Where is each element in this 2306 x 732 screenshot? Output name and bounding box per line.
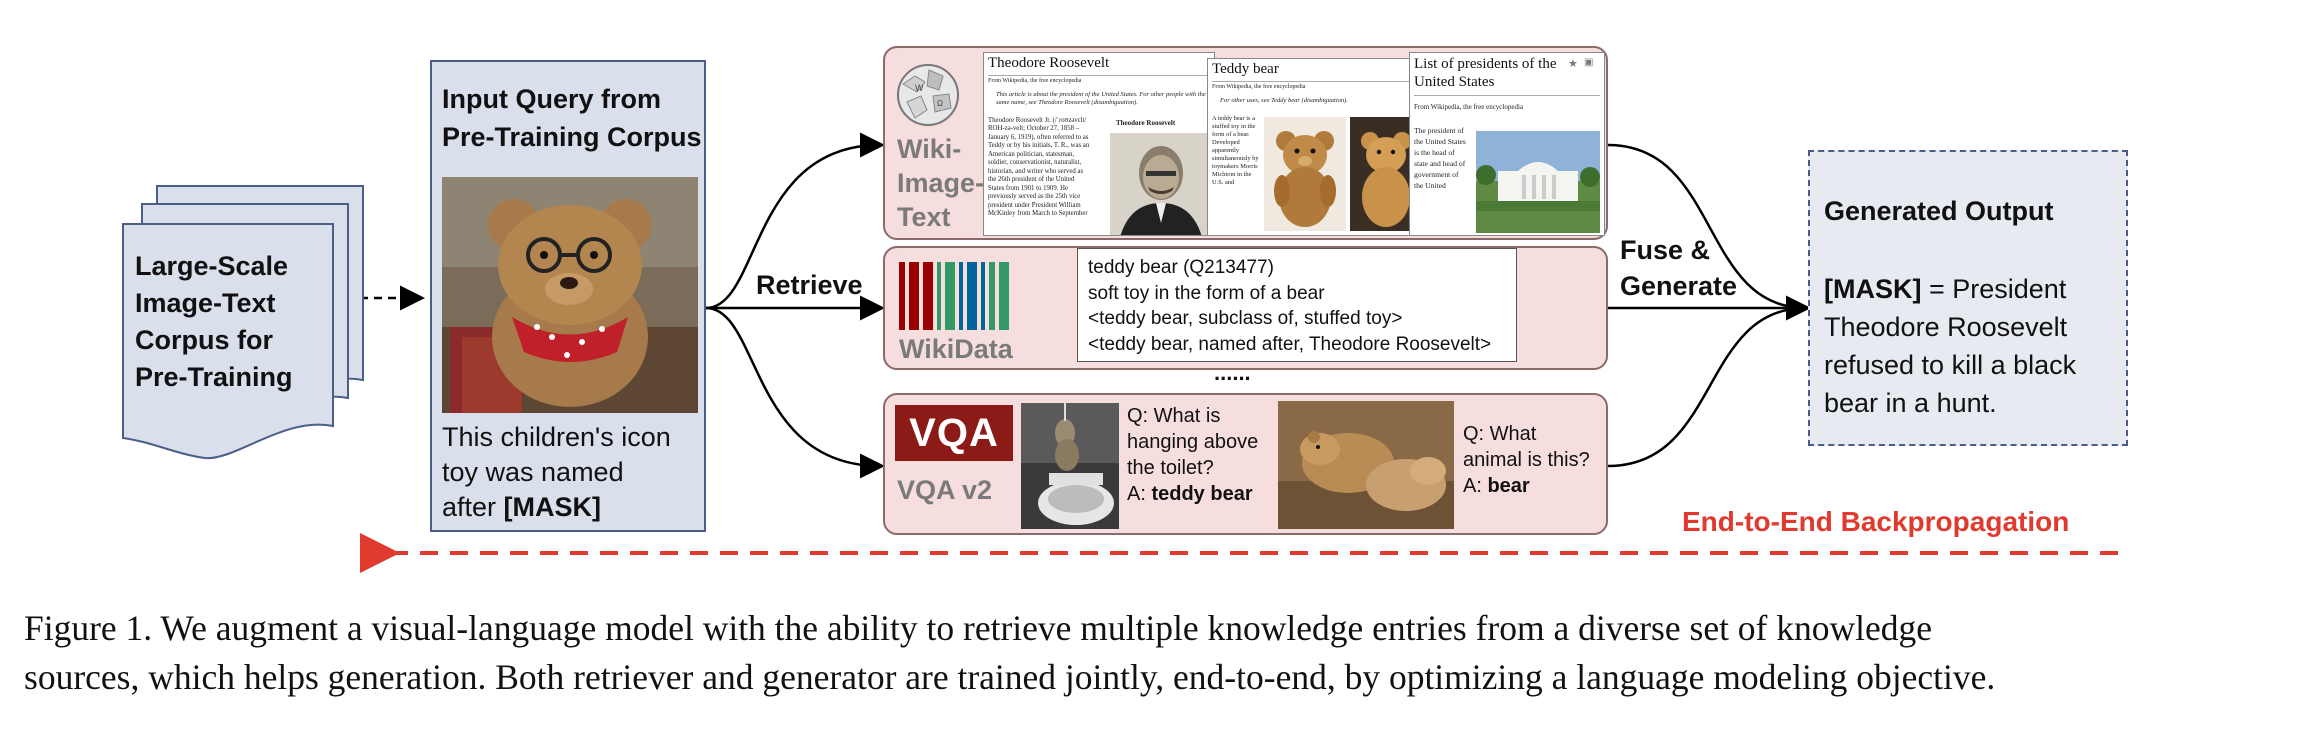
vqa-qa-2: Q: What animal is this? A: bear <box>1463 421 1609 499</box>
fuse-label-line: Fuse & <box>1620 235 1711 265</box>
wiki-label-line: Image- <box>897 168 985 198</box>
query-title: Input Query from Pre-Training Corpus <box>442 80 702 156</box>
retrieve-label: Retrieve <box>756 270 863 300</box>
wiki-page-body: Theodore Roosevelt Jr. (/ˈroʊzəvɛlt/ ROH… <box>988 117 1090 218</box>
wikipedia-globe-icon: W Ω <box>897 64 959 126</box>
wiki-page-roosevelt: Theodore Roosevelt From Wikipedia, the f… <box>983 52 1215 236</box>
corpus-line: Corpus for <box>135 325 273 355</box>
wikidata-label: WikiData <box>899 334 1013 364</box>
caption-line: Figure 1. We augment a visual-language m… <box>24 608 1933 648</box>
vqa-qa-1: Q: What is hanging above the toilet? A: … <box>1127 403 1267 507</box>
query-mask-token: [MASK] <box>503 492 602 522</box>
corpus-line: Pre-Training <box>135 362 293 392</box>
teddy-bear-photo <box>442 177 698 413</box>
output-first-rest: = President <box>1921 274 2067 304</box>
vqa-answer-value: teddy bear <box>1151 483 1253 505</box>
vqa-question-line: animal is this? <box>1463 449 1590 471</box>
svg-text:Ω: Ω <box>937 99 943 108</box>
wiki-page-presidents: List of presidents of the United States … <box>1409 52 1605 236</box>
vqa-answer: A: bear <box>1463 473 1609 499</box>
fuse-generate-label: Fuse & Generate <box>1620 232 1737 304</box>
fuse-arrow-vqa <box>1607 306 1807 468</box>
toilet-photo <box>1021 403 1119 529</box>
input-query-box: Input Query from Pre-Training Corpus Thi… <box>430 60 706 532</box>
output-line: bear in a hunt. <box>1824 388 1997 418</box>
query-text-line-last: after [MASK] <box>442 490 704 525</box>
lock-icon: ▣ <box>1584 57 1594 68</box>
wikidata-line: <teddy bear, named after, Theodore Roose… <box>1088 333 1492 355</box>
wiki-photo-caption: Theodore Roosevelt <box>1116 119 1176 127</box>
caption-line: sources, which helps generation. Both re… <box>24 657 1996 697</box>
query-title-line: Input Query from <box>442 84 662 114</box>
roosevelt-portrait <box>1110 133 1212 235</box>
vqa-answer-value: bear <box>1487 475 1530 497</box>
vqa-logo-text: VQA <box>909 410 999 455</box>
wiki-page-teddy-bear: Teddy bear From Wikipedia, the free ency… <box>1207 58 1425 236</box>
output-line: refused to kill a black <box>1824 350 2077 380</box>
wiki-page-body: A teddy bear is a stuffed toy in the for… <box>1212 115 1259 186</box>
more-sources-ellipsis: ...... <box>1214 360 1251 385</box>
output-text: [MASK] = President Theodore Roosevelt re… <box>1824 270 2124 422</box>
star-icon: ★ <box>1568 58 1578 70</box>
fuse-label-line: Generate <box>1620 271 1738 301</box>
figure-caption: Figure 1. We augment a visual-language m… <box>24 604 2294 702</box>
query-title-line: Pre-Training Corpus <box>442 122 702 152</box>
wiki-page-subtitle: From Wikipedia, the free encyclopedia <box>988 78 1082 84</box>
wiki-image-text-box: W Ω Wiki- Image- Text Theodore Roosevelt… <box>883 46 1608 240</box>
vqa-question-line: Q: What <box>1463 423 1537 445</box>
wikidata-box: WikiData teddy bear (Q213477) soft toy i… <box>883 246 1608 370</box>
vqa-question-line: the toilet? <box>1127 457 1214 479</box>
vqa-logo-icon: VQA <box>895 405 1013 461</box>
vqa-answer-prefix: A: <box>1127 483 1152 505</box>
corpus-document-stack <box>122 185 364 460</box>
vqa-answer: A: teddy bear <box>1127 481 1267 507</box>
query-text-line: This children's icon <box>442 422 671 452</box>
output-title: Generated Output <box>1824 196 2054 226</box>
backprop-label: End-to-End Backpropagation <box>1682 506 2070 537</box>
fuse-arrow-wiki <box>1607 143 1807 310</box>
generated-output-box: Generated Output [MASK] = President Theo… <box>1808 150 2128 446</box>
vqa-question-line: hanging above <box>1127 431 1259 453</box>
svg-text:W: W <box>915 83 924 93</box>
wiki-label-line: Wiki- <box>897 134 962 164</box>
wiki-page-title: Teddy bear <box>1212 61 1279 77</box>
wiki-page-title: List of presidents of the United States <box>1414 56 1557 90</box>
bears-photo <box>1278 401 1454 529</box>
vqa-box: VQA VQA v2 Q: What is hanging above the … <box>883 393 1608 535</box>
wiki-page-title: Theodore Roosevelt <box>988 55 1110 71</box>
wiki-label: Wiki- Image- Text <box>897 132 984 234</box>
vqa-label: VQA v2 <box>897 475 993 505</box>
wiki-page-subtitle: From Wikipedia, the free encyclopedia <box>1414 103 1524 111</box>
query-text-prefix: after <box>442 492 504 522</box>
vqa-question-line: Q: What is <box>1127 405 1221 427</box>
wikidata-entry-box: teddy bear (Q213477) soft toy in the for… <box>1077 248 1517 362</box>
wiki-label-line: Text <box>897 202 951 232</box>
wiki-page-body: The president of the United States is th… <box>1414 126 1466 190</box>
wikidata-line: <teddy bear, subclass of, stuffed toy> <box>1088 308 1403 329</box>
retrieve-arrow-vqa <box>705 306 885 479</box>
retrieve-arrow-wiki <box>705 132 885 310</box>
vqa-answer-prefix: A: <box>1463 475 1488 497</box>
wikidata-line: teddy bear (Q213477) <box>1088 257 1274 278</box>
corpus-line: Image-Text <box>135 288 276 318</box>
query-text: This children's icon toy was named after… <box>442 420 704 525</box>
teddy-bear-thumbnail <box>1264 117 1346 231</box>
white-house-photo <box>1476 131 1600 233</box>
output-first-line: [MASK] = President <box>1824 270 2124 308</box>
wikidata-barcode-icon <box>899 262 1009 330</box>
output-line: Theodore Roosevelt <box>1824 312 2068 342</box>
wiki-page-note: This article is about the president of t… <box>996 91 1206 107</box>
output-mask-token: [MASK] <box>1824 274 1922 304</box>
wikidata-line: soft toy in the form of a bear <box>1088 282 1325 304</box>
query-text-line: toy was named <box>442 457 624 487</box>
wiki-page-subtitle: From Wikipedia, the free encyclopedia <box>1212 84 1306 90</box>
corpus-line: Large-Scale <box>135 251 289 281</box>
corpus-label: Large-Scale Image-Text Corpus for Pre-Tr… <box>135 248 325 396</box>
wiki-page-note: For other uses, see Teddy bear (disambig… <box>1220 97 1348 104</box>
